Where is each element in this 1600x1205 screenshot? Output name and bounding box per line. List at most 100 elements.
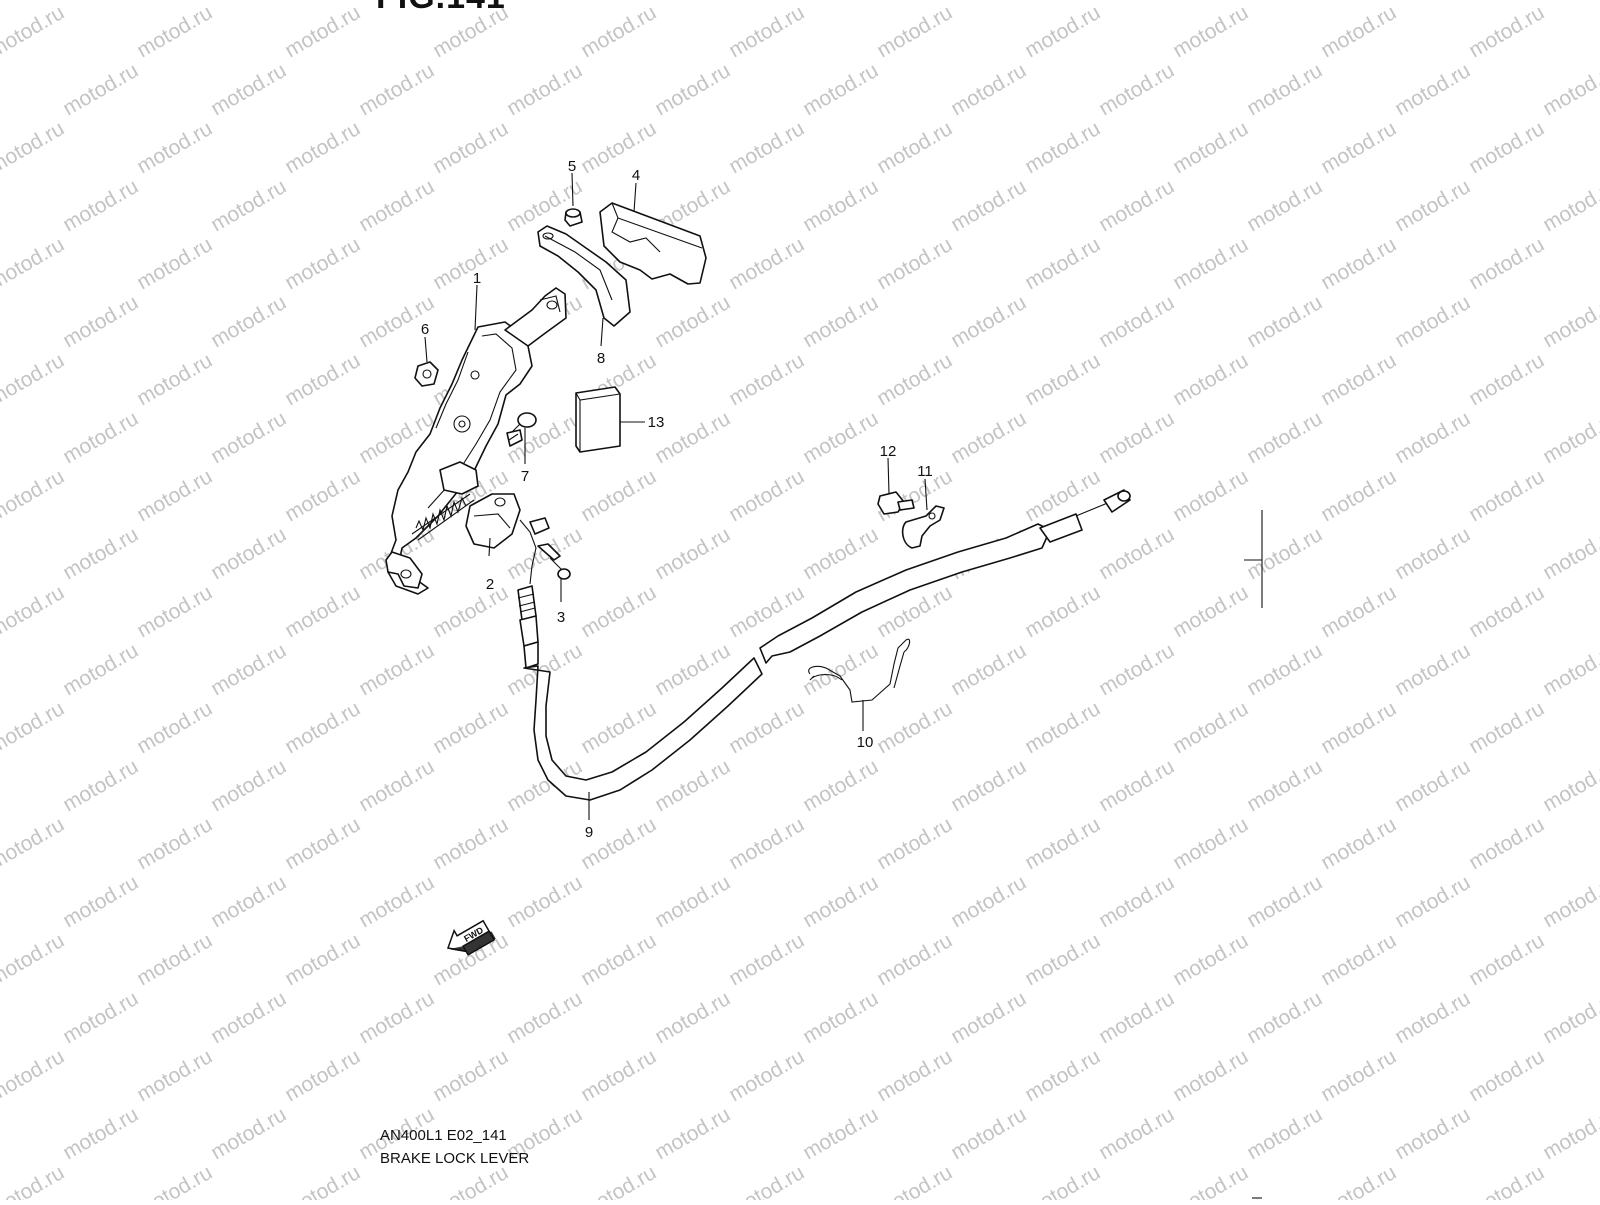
watermark-text: motod.ru: [1465, 349, 1548, 410]
watermark-text: motod.ru: [207, 1103, 290, 1164]
watermark-text: motod.ru: [355, 871, 438, 932]
bolt-part-7: [506, 412, 537, 447]
watermark-text: motod.ru: [429, 233, 512, 294]
watermark-text: motod.ru: [1095, 407, 1178, 468]
watermark-text: motod.ru: [1169, 117, 1252, 178]
watermark-text: motod.ru: [133, 465, 216, 526]
watermark-text: motod.ru: [873, 813, 956, 874]
watermark-text: motod.ru: [1465, 117, 1548, 178]
watermark-text: motod.ru: [59, 59, 142, 120]
watermark-text: motod.ru: [1021, 465, 1104, 526]
watermark-text: motod.ru: [1391, 59, 1474, 120]
watermark-text: motod.ru: [133, 349, 216, 410]
watermark-text: motod.ru: [207, 987, 290, 1048]
watermark-text: motod.ru: [1021, 233, 1104, 294]
watermark-text: motod.ru: [1243, 291, 1326, 352]
watermark-text: motod.ru: [799, 175, 882, 236]
watermark-text: motod.ru: [1095, 871, 1178, 932]
watermark-text: motod.ru: [725, 349, 808, 410]
watermark-text: motod.ru: [1169, 929, 1252, 990]
watermark-text: motod.ru: [1021, 1045, 1104, 1106]
watermark-text: motod.ru: [133, 233, 216, 294]
watermark-text: motod.ru: [1391, 175, 1474, 236]
callout-2: 2: [486, 576, 494, 593]
watermark-text: motod.ru: [577, 1, 660, 62]
watermark-text: motod.ru: [1391, 1103, 1474, 1164]
watermark-text: motod.ru: [0, 1045, 68, 1106]
callout-3: 3: [557, 609, 565, 626]
watermark-text: motod.ru: [59, 755, 142, 816]
watermark-text: motod.ru: [947, 987, 1030, 1048]
watermark-text: motod.ru: [1021, 117, 1104, 178]
watermark-text: motod.ru: [355, 987, 438, 1048]
watermark-text: motod.ru: [281, 1045, 364, 1106]
watermark-text: motod.ru: [799, 0, 882, 4]
watermark-text: motod.ru: [207, 291, 290, 352]
watermark-text: motod.ru: [1539, 987, 1600, 1048]
watermark-text: motod.ru: [1243, 871, 1326, 932]
watermark-text: motod.ru: [1169, 233, 1252, 294]
watermark-text: motod.ru: [577, 465, 660, 526]
watermark-text: motod.ru: [873, 1161, 956, 1200]
watermark-text: motod.ru: [1169, 1161, 1252, 1200]
watermark-text: motod.ru: [873, 697, 956, 758]
bolt-part-12: [877, 491, 915, 515]
watermark-text: motod.ru: [577, 581, 660, 642]
watermark-text: motod.ru: [1317, 465, 1400, 526]
watermark-text: motod.ru: [1095, 1103, 1178, 1164]
watermark-text: motod.ru: [207, 755, 290, 816]
watermark-text: motod.ru: [59, 639, 142, 700]
watermark-text: motod.ru: [651, 871, 734, 932]
watermark-text: motod.ru: [577, 813, 660, 874]
watermark-text: motod.ru: [1095, 639, 1178, 700]
watermark-text: motod.ru: [355, 59, 438, 120]
watermark-text: motod.ru: [503, 59, 586, 120]
watermark-text: motod.ru: [651, 1103, 734, 1164]
watermark-text: motod.ru: [947, 175, 1030, 236]
watermark-text: motod.ru: [0, 117, 68, 178]
watermark-text: motod.ru: [59, 1103, 142, 1164]
watermark-text: motod.ru: [1465, 1161, 1548, 1200]
watermark-text: motod.ru: [59, 291, 142, 352]
watermark-text: motod.ru: [1169, 581, 1252, 642]
watermark-text: motod.ru: [1243, 175, 1326, 236]
watermark-text: motod.ru: [0, 1, 68, 62]
watermark-text: motod.ru: [1391, 291, 1474, 352]
watermark-text: motod.ru: [1391, 0, 1474, 4]
watermark-text: motod.ru: [1391, 639, 1474, 700]
watermark-text: motod.ru: [281, 1161, 364, 1200]
watermark-text: motod.ru: [1465, 465, 1548, 526]
forward-arrow-icon: FWD: [447, 919, 496, 956]
watermark-text: motod.ru: [651, 987, 734, 1048]
watermark-text: motod.ru: [1539, 407, 1600, 468]
figure-code: AN400L1 E02_141: [380, 1127, 507, 1144]
watermark-text: motod.ru: [577, 929, 660, 990]
watermark-text: motod.ru: [577, 1045, 660, 1106]
watermark-text: motod.ru: [207, 639, 290, 700]
callout-8: 8: [597, 350, 605, 367]
watermark-text: motod.ru: [281, 813, 364, 874]
watermark-text: motod.ru: [1317, 1161, 1400, 1200]
watermark-text: motod.ru: [1465, 581, 1548, 642]
watermark-text: motod.ru: [1243, 407, 1326, 468]
callout-5: 5: [568, 158, 576, 175]
watermark-text: motod.ru: [1021, 813, 1104, 874]
watermark-text: motod.ru: [207, 407, 290, 468]
watermark-text: motod.ru: [503, 871, 586, 932]
nut-part-6: [414, 361, 439, 387]
watermark-text: motod.ru: [725, 929, 808, 990]
screw-part-3: [537, 543, 571, 580]
watermark-text: motod.ru: [429, 697, 512, 758]
watermark-text: motod.ru: [1539, 59, 1600, 120]
watermark-text: motod.ru: [133, 1161, 216, 1200]
watermark-text: motod.ru: [281, 233, 364, 294]
watermark-text: motod.ru: [207, 871, 290, 932]
watermark-text: motod.ru: [1391, 523, 1474, 584]
watermark-text: motod.ru: [207, 175, 290, 236]
callout-10: 10: [857, 734, 874, 751]
watermark-text: motod.ru: [59, 523, 142, 584]
watermark-text: motod.ru: [725, 813, 808, 874]
watermark-text: motod.ru: [1465, 1045, 1548, 1106]
watermark-text: motod.ru: [873, 233, 956, 294]
